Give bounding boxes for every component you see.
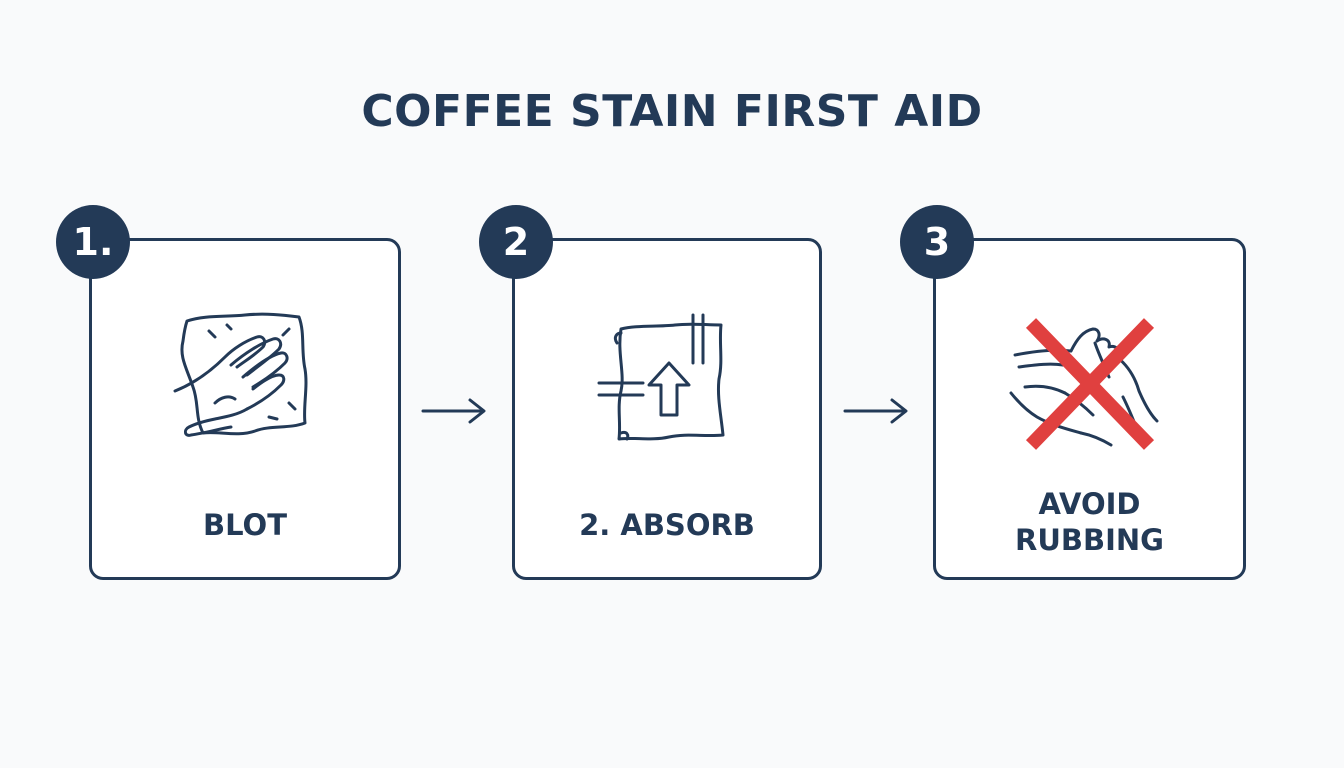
arrow-right-icon (421, 398, 486, 424)
step-label: BLOT (203, 508, 287, 542)
cloth-absorb-arrow-icon (515, 241, 819, 481)
step-label: AVOID RUBBING (936, 486, 1243, 558)
step-card-absorb: 2 2. ABSORB (479, 205, 822, 580)
arrow-right-icon (843, 398, 908, 424)
step-card-avoid-rubbing: 3 AVOID RUBBING (900, 205, 1246, 580)
step-label-line-1: AVOID (1038, 487, 1141, 521)
step-label-line-2: RUBBING (1015, 523, 1164, 557)
no-rubbing-icon (936, 241, 1243, 481)
step-number-badge: 2 (479, 205, 553, 279)
hand-blotting-cloth-icon (92, 241, 398, 481)
step-card-blot: 1. BLOT (56, 205, 401, 580)
page-title: COFFEE STAIN FIRST AID (361, 86, 983, 137)
step-number-badge: 1. (56, 205, 130, 279)
step-number-badge: 3 (900, 205, 974, 279)
step-label: 2. ABSORB (579, 508, 755, 542)
